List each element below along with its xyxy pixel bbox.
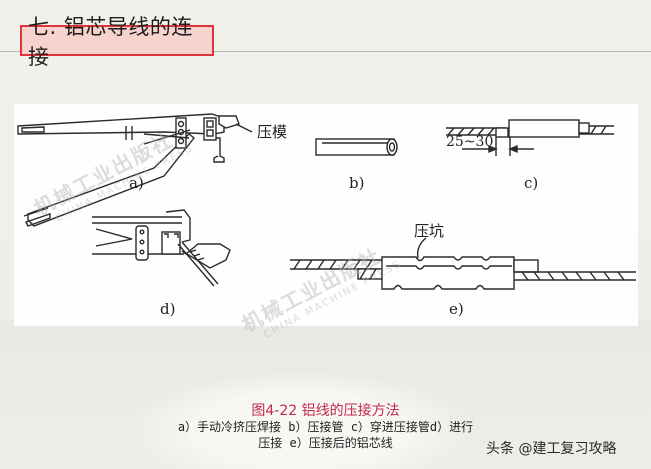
figure-drawings: [17, 113, 636, 290]
crimping-in-hand-illustration: [92, 209, 231, 287]
panel-a-label: a): [129, 174, 144, 192]
slide-heading-box: 七. 铝芯导线的连接: [20, 15, 214, 69]
crimped-conductor-illustration: [290, 237, 636, 290]
slide-heading: 七. 铝芯导线的连接: [28, 14, 193, 69]
panel-e-label: e): [449, 300, 464, 318]
panel-c-label: c): [524, 174, 539, 192]
crimp-dent-callout: 压坑: [414, 222, 445, 240]
figure-panel: a) 压模 b) 25~30 c) d) 压坑 e) 机械工业出版社 CHINA…: [14, 104, 638, 341]
marble-background: [0, 320, 651, 469]
crimp-tube-illustration: [315, 138, 398, 156]
crimp-tool-illustration: [17, 113, 253, 227]
panel-d-label: d): [160, 300, 176, 318]
dimension-label: 25~30: [446, 134, 494, 150]
wire-insertion-illustration: [446, 119, 614, 156]
figure-caption-title: 图4-22 铝线的压接方法: [251, 403, 400, 419]
header-divider: [0, 51, 651, 52]
panel-b-label: b): [349, 174, 365, 192]
press-die-callout: 压模: [257, 123, 288, 141]
figure-caption-line-1: a）手动冷挤压焊接 b）压接管 c）穿进压接管d）进行: [177, 420, 474, 434]
source-credit: 头条 @建工复习攻略: [486, 441, 617, 457]
figure-caption-line-2: 压接 e）压接后的铝芯线: [258, 436, 393, 450]
